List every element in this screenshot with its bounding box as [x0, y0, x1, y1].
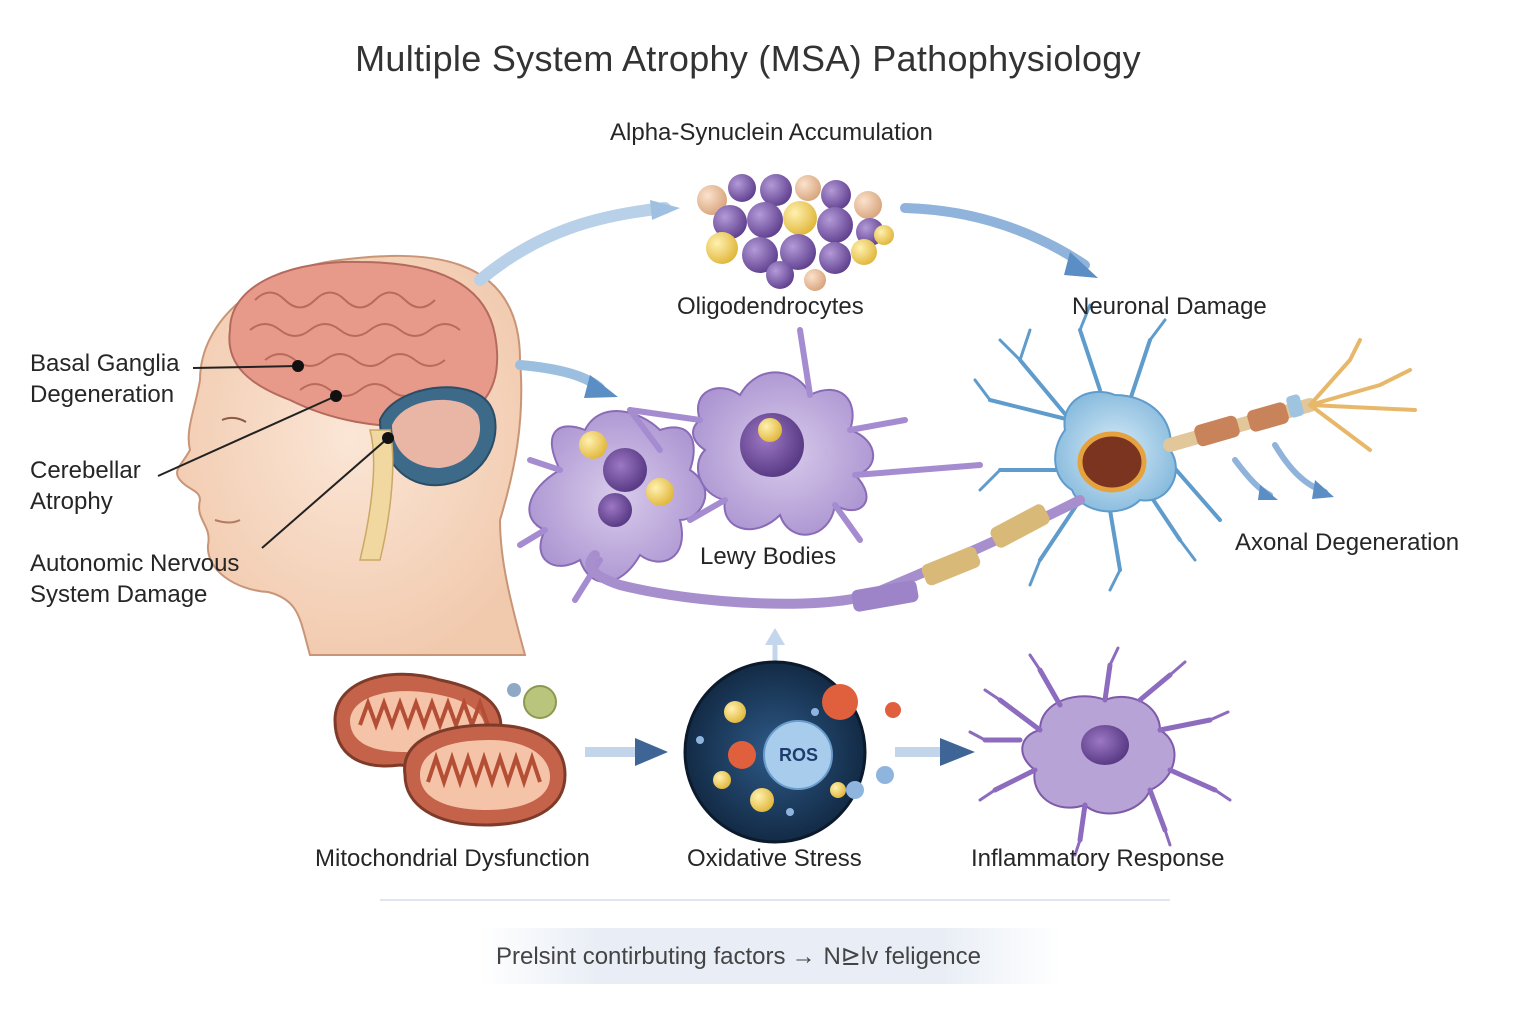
- basal-ganglia-pointer: [192, 365, 299, 369]
- autonomic-pointer: [261, 437, 389, 549]
- label-alpha-synuclein: Alpha-Synuclein Accumulation: [610, 119, 933, 146]
- brainstem: [359, 429, 394, 561]
- neuron: [585, 303, 1417, 612]
- label-cerebellar-atrophy: Cerebellar Atrophy: [30, 455, 141, 517]
- microglia-processes: [982, 662, 1218, 843]
- label-cerebellar-line1: Cerebellar: [30, 457, 141, 484]
- cerebellar-dot: [330, 390, 342, 402]
- basal-ganglia-dot: [292, 360, 304, 372]
- label-oxidative-stress: Oxidative Stress: [687, 845, 862, 872]
- axon-terminals: [1308, 338, 1417, 452]
- label-lewy-bodies: Lewy Bodies: [700, 543, 837, 570]
- footer-right-text: N⊵lv feligence: [823, 943, 981, 970]
- label-basal-ganglia: Basal Ganglia Degeneration: [30, 348, 179, 410]
- oligodendrocyte-nucleus-left: [603, 448, 647, 492]
- footer-band: [480, 928, 1060, 984]
- label-axonal-degeneration: Axonal Degeneration: [1235, 529, 1460, 556]
- arrow-head-to-synuclein-tip: [650, 200, 680, 220]
- arrow-synuclein-to-neuron-tip: [1064, 252, 1098, 278]
- synuclein-cluster: [697, 174, 894, 291]
- label-mitochondrial-dysfunction: Mitochondrial Dysfunction: [315, 845, 590, 872]
- footer-caption: Prelsint contirbuting factors→ N⊵lv felig…: [496, 942, 981, 971]
- label-inflammatory-response: Inflammatory Response: [971, 845, 1225, 872]
- myelinated-axon: [585, 495, 1085, 609]
- ros-sphere: [683, 660, 901, 844]
- label-cerebellar-line2: Atrophy: [30, 488, 113, 515]
- label-autonomic-line2: System Damage: [30, 581, 208, 608]
- autonomic-dot: [382, 432, 394, 444]
- eye: [221, 416, 247, 423]
- footer-arrow: →: [791, 943, 816, 970]
- label-autonomic-damage: Autonomic Nervous System Damage: [30, 548, 239, 610]
- mitochondria: [333, 672, 567, 827]
- neuron-nucleus: [1077, 431, 1147, 493]
- oligodendrocyte-cells: [517, 327, 983, 603]
- oligodendrocyte-nucleus-right: [740, 413, 804, 477]
- label-neuronal-damage: Neuronal Damage: [1072, 293, 1267, 320]
- label-basal-ganglia-line1: Basal Ganglia: [30, 350, 180, 377]
- cerebellum-inner: [392, 399, 481, 468]
- pathogen-particle: [523, 685, 557, 719]
- label-autonomic-line1: Autonomic Nervous: [30, 550, 240, 577]
- label-oligodendrocytes: Oligodendrocytes: [677, 293, 864, 320]
- head-illustration: [157, 254, 527, 656]
- arrow-head-to-synuclein: [474, 202, 671, 286]
- microglia-cell: [968, 646, 1232, 857]
- label-basal-ganglia-line2: Degeneration: [30, 381, 175, 408]
- dendrites: [988, 328, 1222, 572]
- arrow-head-to-oligo-tip: [584, 375, 618, 398]
- ros-core: [763, 720, 833, 790]
- mouth: [214, 519, 241, 524]
- cerebellar-pointer: [157, 395, 337, 477]
- brain-folds: [249, 291, 461, 397]
- microglia-nucleus: [1081, 725, 1129, 765]
- page-title: Multiple System Atrophy (MSA) Pathophysi…: [355, 38, 1141, 79]
- axon-right: [1163, 398, 1317, 452]
- arrow-synuclein-to-neuron: [900, 203, 1090, 270]
- label-ros: ROS: [779, 745, 819, 765]
- footer-left-text: Prelsint contirbuting factors: [496, 943, 786, 970]
